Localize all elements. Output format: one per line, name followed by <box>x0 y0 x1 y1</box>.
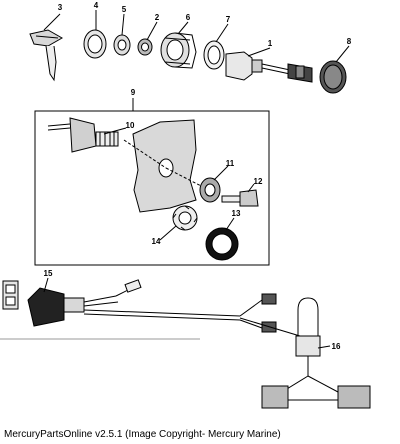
nut-part-11 <box>199 177 221 203</box>
lock-washer-part-14 <box>172 205 198 231</box>
callout-2: 2 <box>155 13 160 22</box>
callout-15: 15 <box>44 269 53 278</box>
lanyard-switch-part-15 <box>2 279 142 327</box>
cap-part-8 <box>319 60 347 94</box>
leader-lines <box>43 10 350 349</box>
callout-11: 11 <box>226 159 235 168</box>
callout-1: 1 <box>268 39 273 48</box>
callout-14: 14 <box>152 237 161 246</box>
switch-part-10 <box>47 117 119 153</box>
key-part-3 <box>29 29 64 82</box>
key-part-12 <box>221 189 259 207</box>
callout-6: 6 <box>186 13 191 22</box>
callout-8: 8 <box>347 37 352 46</box>
small-nut-part-2 <box>137 38 153 56</box>
washer-part-5 <box>113 34 131 56</box>
ignition-switch-part-1 <box>225 51 313 83</box>
nut-part-4 <box>83 29 107 59</box>
callout-10: 10 <box>126 121 135 130</box>
bezel-part-6 <box>160 32 197 69</box>
callout-5: 5 <box>122 5 127 14</box>
callout-3: 3 <box>58 3 63 12</box>
wiring-harness <box>0 293 301 340</box>
callout-9: 9 <box>131 88 136 97</box>
callout-13: 13 <box>232 209 241 218</box>
detail-frame-9 <box>34 110 270 266</box>
callout-16: 16 <box>332 342 341 351</box>
image-caption: MercuryPartsOnline v2.5.1 (Image Copyrig… <box>4 429 281 440</box>
callout-4: 4 <box>94 1 99 10</box>
decal-part-13 <box>205 227 239 261</box>
fuse-harness-part-16 <box>261 297 371 409</box>
callout-7: 7 <box>226 15 231 24</box>
callout-12: 12 <box>254 177 263 186</box>
gasket-part-7 <box>203 40 225 70</box>
